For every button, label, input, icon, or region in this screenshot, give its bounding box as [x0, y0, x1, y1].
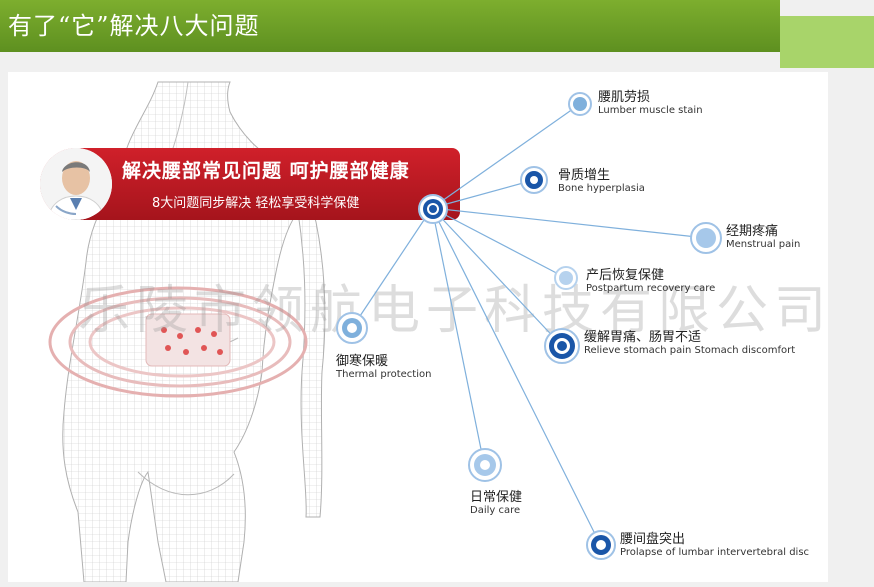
problem-label-en: Lumber muscle stain — [598, 105, 703, 116]
problem-label-zh: 腰间盘突出 — [620, 532, 686, 547]
header-bar: 有了“它”解决八大问题 — [0, 0, 780, 52]
node-icon-thermal-protection — [336, 312, 368, 344]
node-icon-daily-care — [468, 448, 502, 482]
node-icon-stomach-relief — [544, 328, 580, 364]
page-title: 有了“它”解决八大问题 — [8, 12, 260, 40]
connector-lines — [351, 103, 707, 545]
node-icon-lumbar-strain — [568, 92, 592, 116]
node-icon-disc-prolapse — [586, 530, 616, 560]
problem-label-en: Bone hyperplasia — [558, 183, 645, 194]
problem-label-zh: 腰肌劳损 — [598, 90, 651, 105]
headline-banner: 解决腰部常见问题 呵护腰部健康 8大问题同步解决 轻松享受科学保健 — [40, 148, 460, 220]
problem-label-en: Thermal protection — [336, 369, 432, 380]
problem-disc-prolapse: 腰间盘突出 Prolapse of lumbar intervertebral … — [620, 532, 809, 559]
problem-label-zh: 御寒保暖 — [336, 354, 389, 369]
problem-label-en: Menstrual pain — [726, 239, 801, 250]
problem-lumbar-strain: 腰肌劳损 Lumber muscle stain — [598, 90, 703, 117]
problem-label-en: Daily care — [470, 505, 521, 516]
problem-label-en: Relieve stomach pain Stomach discomfort — [584, 345, 796, 356]
node-icon-postpartum-care — [554, 266, 578, 290]
banner-headline: 解决腰部常见问题 呵护腰部健康 — [122, 160, 410, 182]
pad-heat-dots — [161, 327, 223, 355]
banner-subtitle: 8大问题同步解决 轻松享受科学保健 — [152, 196, 360, 211]
heat-wave-rings — [48, 286, 308, 398]
header-banner: 有了“它”解决八大问题 — [0, 0, 874, 70]
problem-daily-care: 日常保健 Daily care — [470, 490, 522, 517]
problem-stomach-relief: 缓解胃痛、肠胃不适 Relieve stomach pain Stomach d… — [584, 330, 795, 357]
problem-label-zh: 缓解胃痛、肠胃不适 — [584, 330, 702, 345]
header-accent-tab — [780, 16, 874, 68]
problem-label-zh: 经期疼痛 — [726, 224, 779, 239]
problem-label-zh: 日常保健 — [470, 490, 523, 505]
problem-label-zh: 骨质增生 — [558, 168, 611, 183]
problem-postpartum-care: 产后恢复保健 Postpartum recovery care — [586, 268, 715, 295]
doctor-avatar — [40, 148, 112, 220]
problem-bone-hyperplasia: 骨质增生 Bone hyperplasia — [558, 168, 645, 195]
problem-label-zh: 产后恢复保健 — [586, 268, 665, 283]
product-illustration: 解决腰部常见问题 呵护腰部健康 8大问题同步解决 轻松享受科学保健 乐陵市领航电… — [8, 72, 828, 582]
hub-node-icon — [418, 194, 448, 224]
company-watermark: 乐陵市领航电子科技有限公司 — [78, 268, 828, 343]
problem-label-en: Prolapse of lumbar intervertebral disc — [620, 547, 810, 558]
heating-pad — [145, 313, 231, 367]
problem-label-en: Postpartum recovery care — [586, 283, 716, 294]
problem-thermal-protection: 御寒保暖 Thermal protection — [336, 354, 431, 381]
problem-menstrual-pain: 经期疼痛 Menstrual pain — [726, 224, 800, 251]
node-icon-bone-hyperplasia — [520, 166, 548, 194]
node-icon-menstrual-pain — [690, 222, 722, 254]
